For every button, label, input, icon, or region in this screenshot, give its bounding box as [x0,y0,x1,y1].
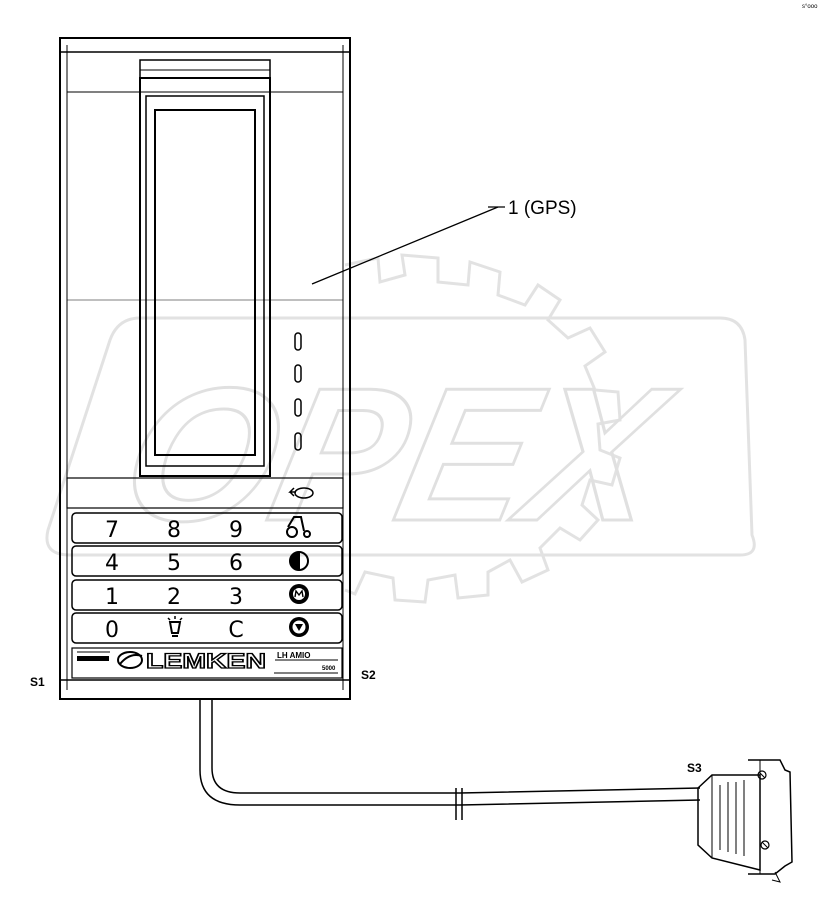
sub-d-connector [697,759,793,883]
label-s3: S3 [687,761,702,775]
led-indicator [294,364,302,383]
key-6[interactable]: 6 [229,551,243,576]
terminal-housing [59,37,351,700]
lamp-icon[interactable] [167,616,183,637]
half-circle-icon[interactable] [289,551,309,571]
key-c[interactable]: C [228,618,243,643]
led-indicator [294,332,302,351]
label-s1: S1 [30,675,45,689]
key-5[interactable]: 5 [167,551,181,576]
brand-plate: LEMKEN LH AMIO 5000 [71,647,343,679]
key-0[interactable]: 0 [105,618,119,643]
housing-top-bar [59,37,351,53]
key-9[interactable]: 9 [229,518,243,543]
screen-glass [154,109,256,456]
watermark-logo: OPEX [45,253,756,604]
keypad: 7 8 9 4 5 6 1 2 3 0 [71,512,343,644]
key-1[interactable]: 1 [105,585,119,610]
cable [199,699,701,820]
keypad-row [71,545,343,577]
key-2[interactable]: 2 [167,585,181,610]
screen-inner-frame [145,95,265,467]
led-indicator [294,398,302,417]
screw-icon [760,840,770,850]
return-bar[interactable] [66,477,344,509]
screen-bezel-top [139,59,271,79]
connector-shell [748,759,793,875]
corner-mark: s°ooo [802,4,818,10]
screw-icon [757,770,767,780]
keypad-row [71,579,343,611]
display-screen [139,59,271,477]
label-s2: S2 [361,668,376,682]
tractor-icon[interactable] [286,516,311,538]
key-7[interactable]: 7 [105,518,119,543]
watermark-banner [45,316,756,557]
brand-plate-frame [71,647,343,679]
keypad-row [71,512,343,544]
screen-frame [139,77,271,477]
brand-sub: 5000 [322,666,336,672]
led-indicator [294,432,302,451]
leader-line [311,206,499,285]
m-circle-icon[interactable] [289,584,309,604]
return-bar-frame [66,477,344,509]
connector-body [697,774,761,871]
keypad-row [71,612,343,644]
watermark-gear [344,253,622,604]
cable-outer [199,699,701,806]
callout-label: 1 (GPS) [508,198,577,219]
gps-callout: 1 (GPS) [311,198,577,285]
key-3[interactable]: 3 [229,585,243,610]
lemken-logo-icon [117,651,143,669]
cable-inner [211,699,701,794]
brand-model: LH AMIO [277,651,310,660]
return-arrow-icon[interactable] [288,487,314,499]
down-triangle-circle-icon[interactable] [289,617,309,637]
key-4[interactable]: 4 [105,551,119,576]
brand-name: LEMKEN [146,650,266,673]
led-indicators [294,332,302,451]
key-8[interactable]: 8 [167,518,181,543]
housing-bottom-bar [59,679,351,700]
